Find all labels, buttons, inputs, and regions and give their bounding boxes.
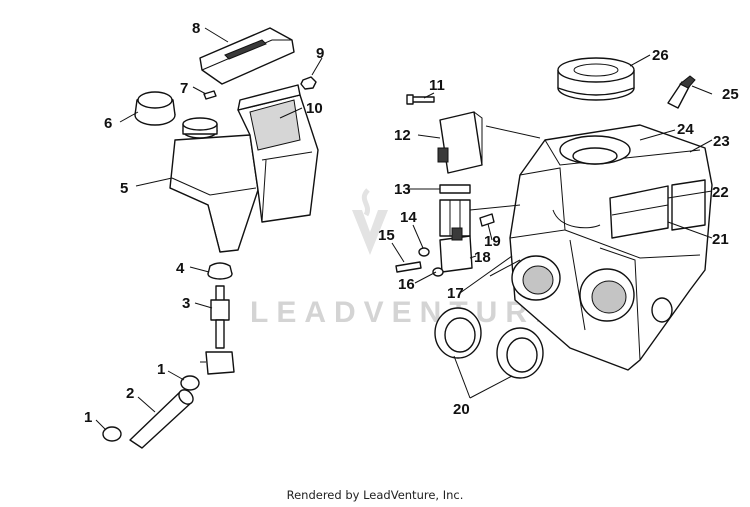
callout-24: 24 [677, 121, 694, 138]
callout-1-upper: 1 [157, 361, 165, 378]
callout-9: 9 [316, 45, 324, 62]
callout-26: 26 [652, 47, 669, 64]
callout-21: 21 [712, 231, 729, 248]
callout-4: 4 [176, 260, 185, 277]
callout-23: 23 [713, 133, 730, 150]
callout-labels: 8 9 7 6 10 5 4 3 1 2 1 11 12 13 14 15 16… [84, 20, 739, 426]
callout-10: 10 [306, 100, 323, 117]
callout-17: 17 [447, 285, 464, 302]
callout-22: 22 [712, 184, 729, 201]
callout-5: 5 [120, 180, 128, 197]
callout-8: 8 [192, 20, 200, 37]
leader-lines [95, 27, 713, 431]
callout-15: 15 [378, 227, 395, 244]
callout-7: 7 [180, 80, 188, 97]
fuel-tank-group [102, 27, 319, 449]
callout-20: 20 [453, 401, 470, 418]
callout-12: 12 [394, 127, 411, 144]
callout-14: 14 [400, 209, 417, 226]
callout-1-lower: 1 [84, 409, 92, 426]
callout-25: 25 [722, 86, 739, 103]
callout-2: 2 [126, 385, 134, 402]
callout-16: 16 [398, 276, 415, 293]
engine-shroud-group [395, 57, 713, 379]
watermark: LEADVENTURE [250, 188, 563, 329]
watermark-text: LEADVENTURE [250, 296, 563, 329]
callout-3: 3 [182, 295, 190, 312]
callout-11: 11 [429, 77, 445, 94]
callout-13: 13 [394, 181, 411, 198]
callout-18: 18 [474, 249, 491, 266]
footer-credit: Rendered by LeadVenture, Inc. [286, 488, 464, 502]
callout-6: 6 [104, 115, 112, 132]
callout-19: 19 [484, 233, 501, 250]
